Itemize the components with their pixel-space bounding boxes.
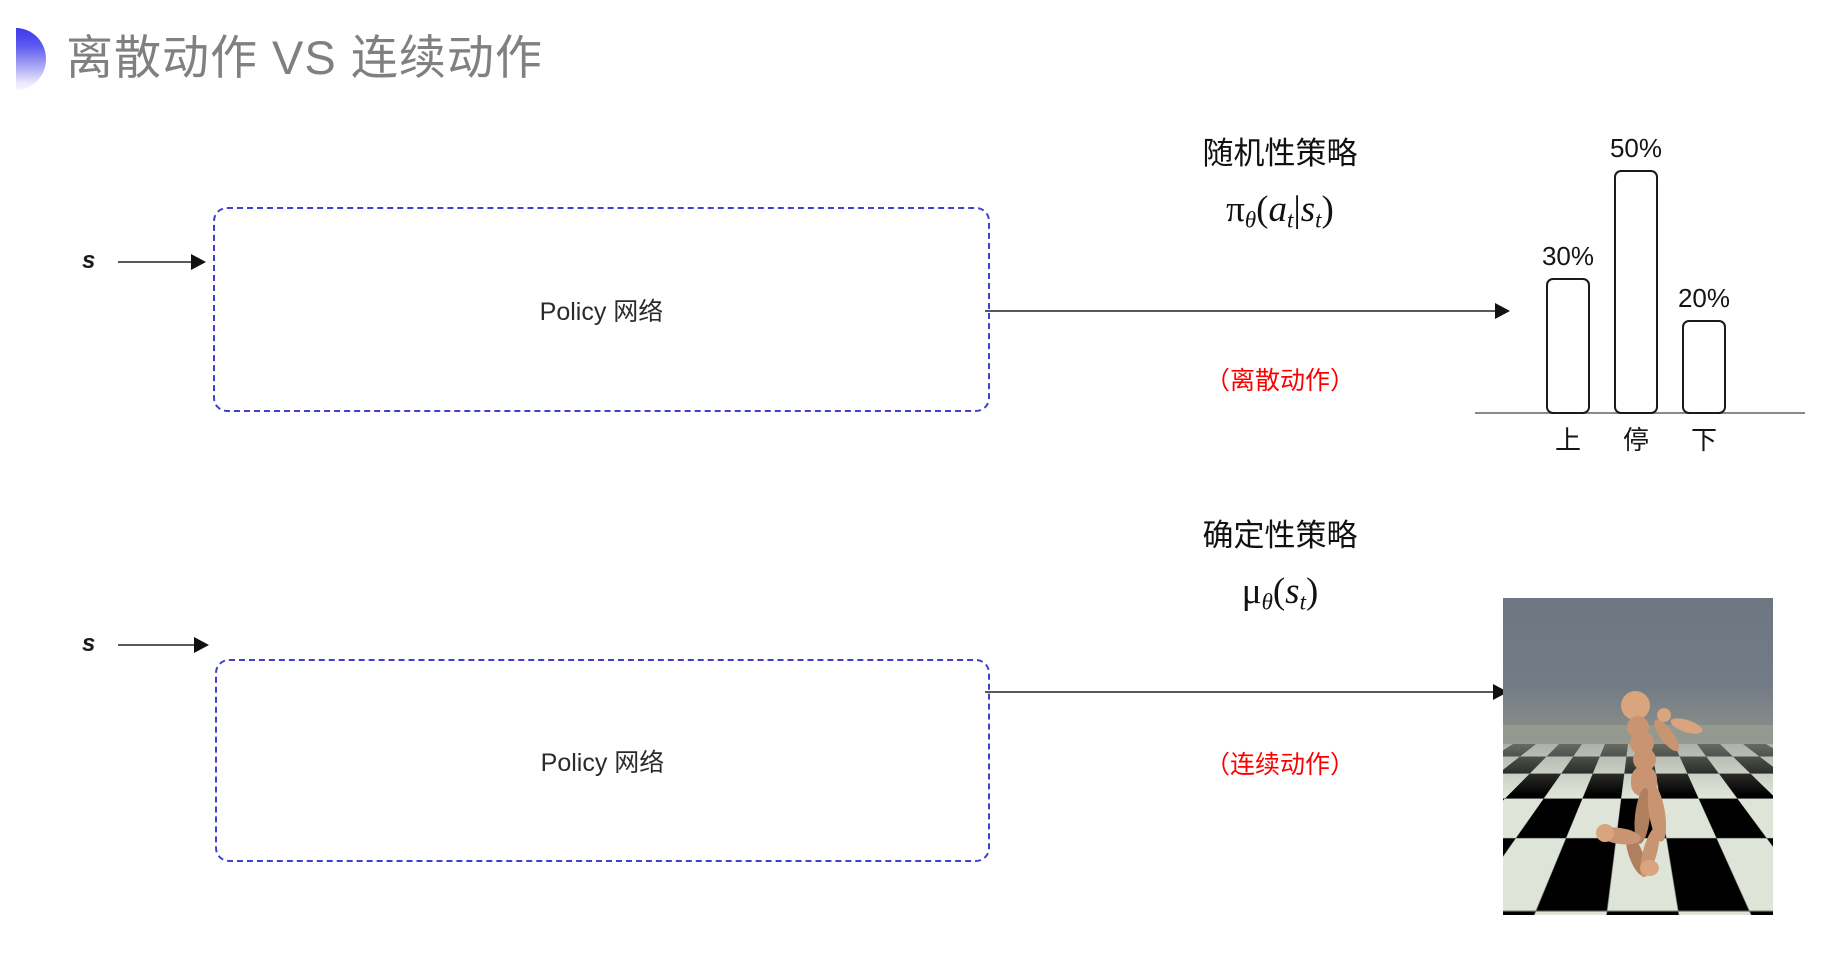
formula-block-continuous: 确定性策略 μθ(st): [1130, 518, 1430, 617]
humanoid-abdomen: [1633, 748, 1656, 771]
bar-1: [1614, 170, 1658, 414]
page-title: 离散动作 VS 连续动作: [66, 31, 543, 84]
policy-network-label-continuous: Policy 网络: [540, 748, 665, 777]
input-state-label-continuous: s: [82, 630, 96, 657]
note-block-discrete: （离散动作）: [1130, 366, 1430, 396]
bar-category-0: 上: [1554, 425, 1581, 455]
input-arrow-line-continuous: [118, 644, 196, 646]
bar-2: [1682, 320, 1726, 414]
title-bullet-icon: [16, 28, 46, 90]
bar-value-0: 30%: [1541, 241, 1595, 271]
input-arrow-line-discrete: [118, 261, 193, 263]
input-state-label-discrete: s: [82, 247, 96, 274]
output-arrow-line-discrete: [985, 310, 1497, 312]
policy-network-box-continuous[interactable]: Policy 网络: [215, 659, 990, 862]
humanoid-foot-front: [1640, 860, 1659, 876]
policy-network-label-discrete: Policy 网络: [539, 297, 664, 326]
bar-category-2: 下: [1690, 425, 1717, 455]
formula-block-discrete: 随机性策略 πθ(at|st): [1130, 136, 1430, 235]
input-arrow-head-discrete: [191, 254, 206, 270]
policy-network-box-discrete[interactable]: Policy 网络: [213, 207, 990, 412]
slide-bottom-edge: [0, 962, 1846, 966]
output-arrow-head-discrete: [1495, 303, 1510, 319]
action-type-note-discrete: （离散动作）: [1204, 367, 1355, 395]
note-block-continuous: （连续动作）: [1130, 750, 1430, 780]
bar-category-1: 停: [1622, 425, 1649, 455]
humanoid-head: [1621, 691, 1650, 720]
humanoid-heel-back: [1596, 824, 1614, 842]
policy-formula-continuous: μθ(st): [1241, 570, 1319, 615]
output-arrow-line-continuous: [985, 691, 1495, 693]
bar-0: [1546, 278, 1590, 414]
policy-formula-discrete: πθ(at|st): [1226, 188, 1334, 233]
policy-type-label-discrete: 随机性策略: [1202, 136, 1358, 171]
humanoid-simulation-image: [1503, 598, 1773, 915]
discrete-action-bar-chart: 30% 上 50% 停 20% 下: [1475, 100, 1815, 455]
input-arrow-head-continuous: [194, 637, 209, 653]
policy-type-label-continuous: 确定性策略: [1202, 518, 1358, 553]
bar-value-1: 50%: [1609, 133, 1663, 163]
bar-value-2: 20%: [1677, 283, 1731, 313]
humanoid-hand: [1657, 708, 1671, 722]
action-type-note-continuous: （连续动作）: [1204, 751, 1355, 779]
